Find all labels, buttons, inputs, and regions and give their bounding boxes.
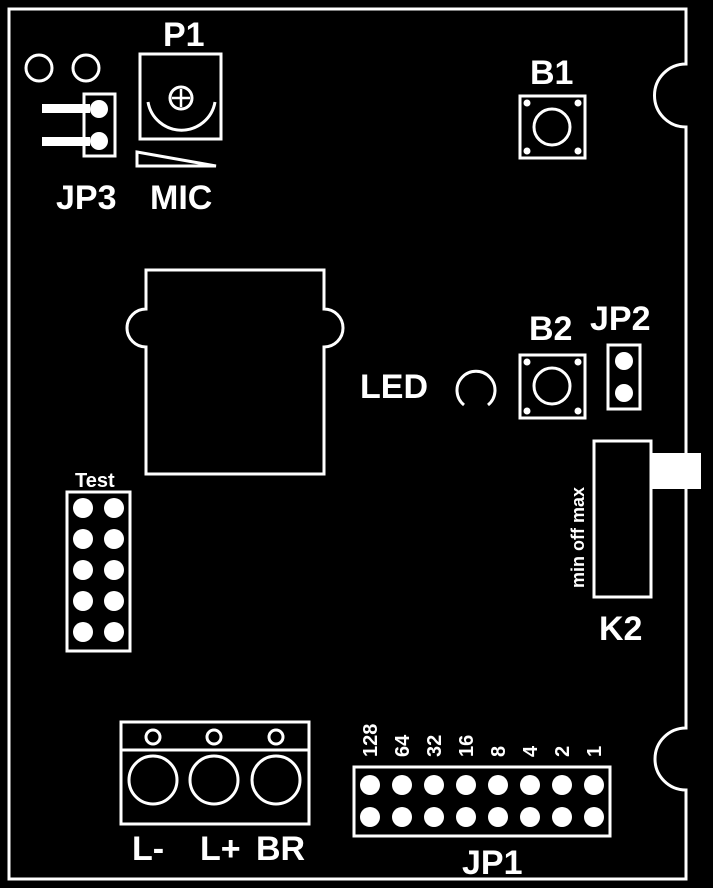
jp3-header [42, 92, 117, 158]
test-label: Test [75, 470, 115, 492]
k2-positions-label: min off max [568, 487, 588, 588]
jp1-pin [520, 807, 540, 827]
jp1-pin [392, 775, 412, 795]
terminal-l-plus-label: L+ [200, 830, 241, 868]
test-pin [73, 622, 93, 642]
jp1-pin [552, 775, 572, 795]
test-pin [104, 622, 124, 642]
terminal-l-minus-label: L- [132, 830, 164, 868]
jp1-pin [360, 775, 380, 795]
jp1-value-label: 128 [360, 724, 382, 757]
terminal-br-label: BR [256, 830, 305, 868]
test-pin [104, 498, 124, 518]
b1-button [518, 94, 587, 160]
jp1-pin [520, 775, 540, 795]
k2-label: K2 [599, 610, 642, 648]
jp1-header-pins [360, 775, 604, 827]
mounting-hole [24, 53, 54, 83]
jp1-value-label: 4 [520, 745, 542, 757]
jp1-pin [552, 807, 572, 827]
jp1-header [352, 765, 612, 838]
board-outline [7, 7, 688, 881]
jp1-pin [456, 807, 476, 827]
b2-label: B2 [529, 310, 572, 348]
jp1-value-label: 1 [584, 746, 606, 757]
jp3-label: JP3 [56, 179, 117, 217]
relay-outline-icon [125, 268, 345, 476]
jp2-label: JP2 [590, 300, 651, 338]
test-pin [73, 560, 93, 580]
jp1-pin [360, 807, 380, 827]
jp2-header [606, 343, 642, 411]
p1-label: P1 [163, 16, 205, 54]
test-pin [104, 560, 124, 580]
test-header-pins [73, 498, 124, 642]
jp1-pin [488, 807, 508, 827]
test-pin [73, 529, 93, 549]
test-pin [73, 498, 93, 518]
led-icon [455, 369, 497, 407]
test-pin [73, 591, 93, 611]
jp1-value-label: 64 [392, 734, 414, 757]
jp1-pin [584, 807, 604, 827]
potentiometer-icon [138, 52, 223, 141]
b2-button [518, 353, 587, 420]
mic-label: MIC [150, 179, 212, 217]
jp1-value-label: 32 [424, 735, 446, 757]
jp1-pin [392, 807, 412, 827]
microphone-icon [135, 150, 217, 168]
mounting-hole [71, 53, 101, 83]
jp1-value-label: 16 [456, 735, 478, 757]
test-pin [104, 591, 124, 611]
jp1-pin [424, 775, 444, 795]
jp1-pin [424, 807, 444, 827]
terminal-block-icon [119, 720, 311, 826]
jp1-pin [488, 775, 508, 795]
led-label: LED [360, 368, 428, 406]
jp1-label: JP1 [462, 844, 523, 882]
slide-switch-icon [592, 439, 701, 599]
test-header [65, 490, 132, 653]
jp1-value-label: 8 [488, 746, 510, 757]
b1-label: B1 [530, 54, 573, 92]
jp1-pin [584, 775, 604, 795]
jp1-pin [456, 775, 476, 795]
jp1-value-label: 2 [552, 746, 574, 757]
test-pin [104, 529, 124, 549]
